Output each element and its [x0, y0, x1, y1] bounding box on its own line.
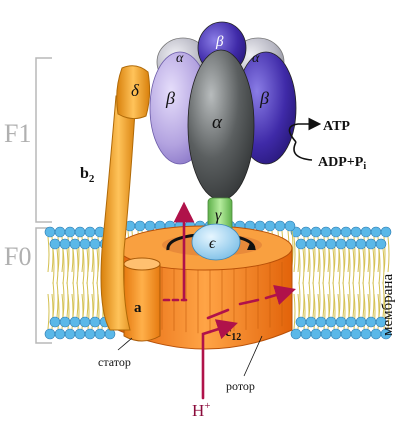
- proton-path-rotor: [206, 292, 286, 320]
- delta-subunit: [116, 65, 151, 120]
- beta-label-top: β: [215, 34, 224, 50]
- b2-label: b2: [80, 165, 95, 185]
- f0-bracket: [35, 227, 52, 344]
- proton-path-entry: [201, 319, 238, 400]
- proton-path: [162, 201, 286, 400]
- rotor-leader: [243, 335, 263, 377]
- f0-label: F0: [4, 242, 31, 271]
- atp-arrow: [288, 117, 322, 161]
- epsilon-subunit: [191, 223, 241, 261]
- delta-label: δ: [131, 81, 140, 100]
- a-subunit: [123, 257, 161, 342]
- rotor-label: ротор: [226, 379, 255, 393]
- adp-pi-label: ADP+Pi: [318, 155, 366, 172]
- atp-label: ATP: [323, 119, 350, 134]
- beta-label-left: β: [165, 88, 175, 108]
- beta-label-right: β: [259, 88, 269, 108]
- lipid-bilayer: [44, 220, 392, 340]
- f1-label: F1: [4, 119, 31, 148]
- f1-bracket: [35, 57, 52, 223]
- f1-head: [149, 21, 297, 201]
- alpha-label-left: α: [176, 51, 184, 66]
- h-plus-label: H+: [192, 400, 211, 420]
- stator-label: статор: [98, 355, 131, 369]
- epsilon-label: ϵ: [209, 235, 216, 252]
- alpha-label-right: α: [252, 51, 260, 66]
- a-label: a: [134, 300, 142, 316]
- alpha-label-center: α: [212, 112, 223, 133]
- membrane-label: мембрана: [380, 274, 396, 336]
- b2-stalk: [100, 95, 137, 331]
- gamma-label: γ: [215, 207, 222, 224]
- stator-leader: [117, 337, 133, 351]
